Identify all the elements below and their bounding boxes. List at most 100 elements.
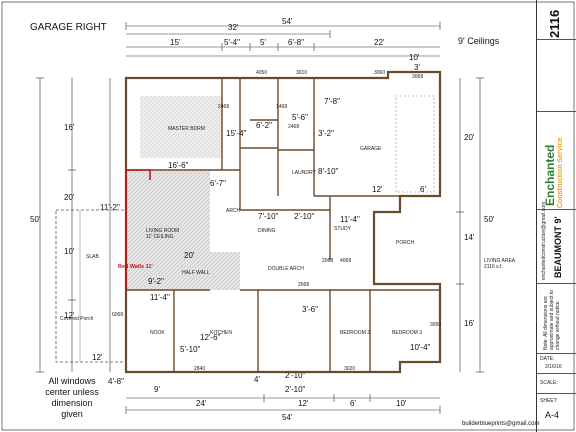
door-2068: 2068 (322, 258, 333, 264)
room-slab: SLAB (86, 254, 99, 260)
tb-blank-cell (537, 40, 576, 112)
tb-sqft: 2116 (547, 9, 562, 38)
label-living-area-value: 2116 s.f. (484, 264, 503, 270)
dim-3-6: 3'-6" (302, 305, 318, 314)
tb-sheet-label: SHEET: (540, 398, 558, 404)
dim-left-16: 16' (64, 123, 75, 132)
tb-company-line1: Enchanted (543, 144, 557, 206)
dim-6-7: 6'-7" (210, 179, 226, 188)
living-room-floor (126, 170, 240, 290)
room-laundry: LAUNDRY (292, 170, 316, 176)
dim-right-20: 20' (464, 133, 475, 142)
room-master: MASTER BDRM (168, 126, 205, 132)
dim-left-10: 10' (64, 247, 75, 256)
dim-bottom-24: 24' (196, 399, 207, 408)
dim-bottom-12: 12' (298, 399, 309, 408)
window-3020: 3020 (344, 366, 355, 372)
covered-porch-outline (55, 209, 127, 363)
dim-bottom-total: 54' (282, 413, 293, 422)
garage-door-outline (395, 95, 435, 193)
tb-plan-name: BEAUMONT 9' (553, 216, 563, 278)
dim-9-2: 9'-2" (148, 277, 164, 286)
dim-left-20: 20' (64, 193, 75, 202)
dim-top-15: 15' (170, 38, 181, 47)
dim-bottom-2-10b: 2'-10" (285, 385, 306, 394)
dim-right-16: 16' (464, 319, 475, 328)
door-4068: 4068 (340, 258, 351, 264)
dim-10-4: 10'-4" (410, 343, 431, 352)
interior-walls (126, 78, 440, 372)
window-3050: 3050 (430, 322, 441, 328)
dim-top-5: 5' (260, 38, 266, 47)
window-4050: 4050 (256, 70, 267, 76)
tb-scale-cell: SCALE: (537, 374, 576, 394)
dim-bottom-4-8: 4'-8" (108, 377, 124, 386)
left-dimensions (36, 77, 111, 373)
window-3010: 3010 (296, 70, 307, 76)
room-living-ceiling: 11' CEILING (146, 234, 174, 240)
room-bedroom3: BEDROOM 3 (392, 330, 422, 336)
plan-title: GARAGE RIGHT (30, 22, 107, 33)
door-6068: 6068 (112, 312, 123, 318)
tb-company-line2: Construction Service (557, 137, 564, 208)
tb-sheet: A-4 (545, 410, 560, 420)
dim-top-total: 54' (282, 17, 293, 26)
dim-right-50: 50' (484, 215, 495, 224)
dim-top-22: 22' (374, 38, 385, 47)
tb-date: 2/16/16 (545, 364, 562, 370)
windows-note-line4: given (61, 409, 83, 419)
dim-12-6: 12'-6" (200, 333, 221, 342)
dim-top-3: 3' (414, 63, 420, 72)
room-dining: DINING (258, 228, 276, 234)
dim-right-14: 14' (464, 233, 475, 242)
dim-15-4: 15'-4" (226, 129, 247, 138)
dim-bottom-6: 6' (350, 399, 356, 408)
windows-note: All windows center unless dimension give… (28, 376, 116, 420)
top-dimensions (125, 22, 441, 57)
dim-top-32: 32' (228, 23, 239, 32)
room-kitchen: KITCHEN (210, 330, 232, 336)
room-porch: PORCH (396, 240, 414, 246)
dim-2-10: 2'-10" (294, 212, 315, 221)
dim-8-10: 8'-10" (318, 167, 339, 176)
dim-top-5-4: 5'-4" (224, 38, 240, 47)
door-2468-b: 2468 (288, 124, 299, 130)
room-nook: NOOK (150, 330, 165, 336)
windows-note-line1: All windows (48, 376, 96, 386)
label-red-walls: Red Walls 11' (118, 264, 153, 270)
dim-bottom-9: 9' (154, 385, 160, 394)
dim-top-10: 10' (409, 53, 420, 62)
red-walls (125, 169, 151, 290)
exterior-walls (124, 70, 442, 374)
title-block: 2116 Enchanted Construction Service ench… (536, 0, 576, 432)
dim-5-10: 5'-10" (180, 345, 201, 354)
right-dimensions (456, 77, 484, 373)
dim-7-8: 7'-8" (324, 97, 340, 106)
label-arch: ARCH (226, 208, 241, 214)
tb-scale-label: SCALE: (540, 380, 558, 386)
dim-bottom-2-10: 2'-10" (285, 371, 306, 380)
tb-logo-cell: Enchanted Construction Service (537, 112, 576, 210)
label-living-area: LIVING AREA (484, 258, 516, 264)
door-2668: 2668 (298, 282, 309, 288)
dim-11-4b: 11'-4" (340, 215, 360, 224)
dim-16-6: 16'-6" (168, 161, 189, 170)
windows-note-line2: center unless (45, 387, 99, 397)
tb-date-cell: DATE: 2/16/16 (537, 354, 576, 374)
room-covered-porch: Covered Porch (60, 316, 94, 322)
label-double-arch: DOUBLE ARCH (268, 266, 304, 272)
dim-bottom-10: 10' (396, 399, 407, 408)
dim-top-6-8: 6'-8" (288, 38, 304, 47)
dim-7-10: 7'-10" (258, 212, 279, 221)
dim-12: 12' (372, 185, 383, 194)
door-2468-a: 2468 (218, 104, 229, 110)
label-half-wall: HALF WALL (182, 270, 210, 276)
room-bedroom2: BEDROOM 2 (340, 330, 370, 336)
dim-6-2: 6'-2" (256, 121, 272, 130)
ceiling-height: 9' Ceilings (458, 36, 500, 46)
tb-plan-cell: enchantedconstruction@gmail.com BEAUMONT… (537, 202, 576, 284)
dim-bottom-4: 4' (254, 375, 260, 384)
dim-left-12: 12' (64, 311, 75, 320)
